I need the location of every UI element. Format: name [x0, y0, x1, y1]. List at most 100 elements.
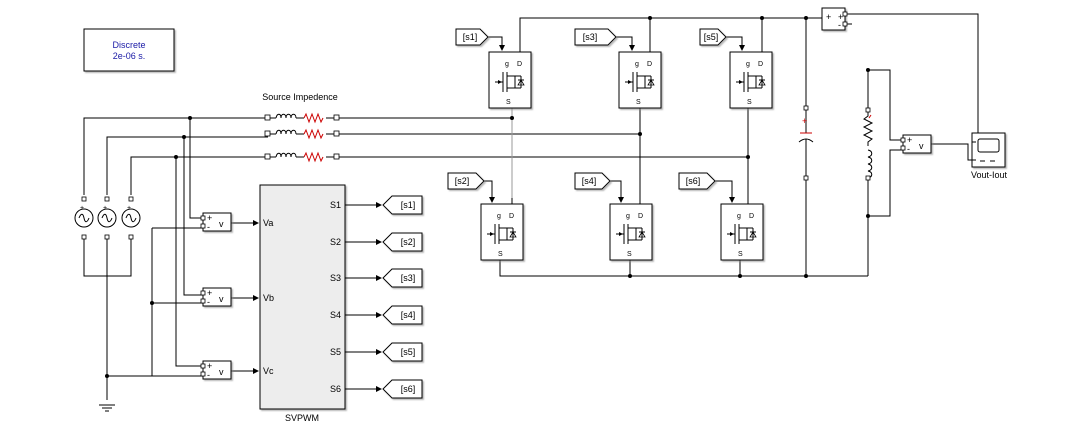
ac-source-a[interactable]: +: [74, 196, 94, 240]
svg-text:[s4]: [s4]: [401, 310, 416, 320]
svpwm-output-s3: S3: [330, 273, 341, 283]
svg-text:D: D: [509, 213, 514, 220]
ac-source-c[interactable]: +: [121, 196, 141, 240]
svg-text:-: -: [907, 144, 910, 154]
svg-text:[s6]: [s6]: [686, 176, 701, 186]
source-impedance-a[interactable]: [264, 113, 340, 123]
dc-link-capacitor[interactable]: +: [798, 105, 814, 181]
solver-step-text: 2e-06 s.: [113, 51, 146, 61]
svpwm-name-label: SVPWM: [285, 413, 319, 423]
goto-tag-s2[interactable]: [s2]: [382, 232, 423, 252]
from-tag-s2[interactable]: [s2]: [447, 172, 485, 190]
svg-text:+: +: [207, 361, 212, 371]
svg-text:[s3]: [s3]: [401, 273, 416, 283]
svg-text:[s2]: [s2]: [401, 237, 416, 247]
svg-text:+: +: [103, 205, 107, 212]
svg-text:D: D: [638, 213, 643, 220]
svg-text:D: D: [749, 213, 754, 220]
svpwm-output-s5: S5: [330, 347, 341, 357]
source-impedance-label: Source Impedence: [262, 92, 338, 102]
three-phase-lines: [83, 106, 749, 400]
svg-text:[s2]: [s2]: [455, 176, 470, 186]
rl-load[interactable]: [862, 107, 874, 181]
svg-text:+: +: [127, 205, 131, 212]
svpwm-input-vb: Vb: [263, 293, 274, 303]
svg-text:g: g: [737, 213, 741, 220]
svg-text:D: D: [647, 61, 652, 68]
svg-text:-: -: [838, 20, 841, 30]
svg-text:S: S: [747, 99, 752, 106]
svg-text:+: +: [838, 12, 843, 22]
from-tag-s1[interactable]: [s1]: [455, 28, 489, 46]
voltage-measurement-a[interactable]: + - v: [201, 213, 231, 232]
goto-tag-s1[interactable]: [s1]: [382, 195, 423, 215]
svg-text:S: S: [738, 251, 743, 258]
svg-text:+: +: [802, 116, 807, 126]
svg-text:v: v: [219, 294, 224, 304]
svpwm-output-s4: S4: [330, 310, 341, 320]
svg-text:g: g: [497, 213, 501, 220]
goto-tag-s5[interactable]: [s5]: [382, 342, 423, 362]
svg-text:+: +: [80, 205, 84, 212]
svpwm-input-vc: Vc: [263, 366, 274, 376]
svpwm-output-s6: S6: [330, 384, 341, 394]
svg-text:S: S: [627, 251, 632, 258]
svg-text:v: v: [219, 367, 224, 377]
from-tag-s3[interactable]: [s3]: [574, 28, 617, 46]
svg-text:D: D: [517, 61, 522, 68]
voltage-measurement-b[interactable]: + - v: [201, 288, 231, 307]
powergui-solver-block[interactable]: Discrete 2e-06 s.: [83, 28, 175, 72]
svg-text:v: v: [919, 141, 924, 151]
svg-text:[s4]: [s4]: [582, 176, 597, 186]
svg-text:[s5]: [s5]: [401, 347, 416, 357]
mosfet-s6[interactable]: g D S: [721, 204, 763, 260]
svg-text:-: -: [207, 222, 210, 232]
goto-tag-s4[interactable]: [s4]: [382, 305, 423, 325]
svg-text:[s6]: [s6]: [401, 384, 416, 394]
svg-text:g: g: [746, 61, 750, 68]
source-impedance-c[interactable]: [264, 152, 340, 162]
gate-wires: [484, 36, 745, 203]
source-impedance-b[interactable]: [264, 129, 340, 139]
svg-text:-: -: [207, 370, 210, 380]
voltage-measurement-c[interactable]: + - v: [201, 361, 231, 380]
svg-text:+: +: [907, 135, 912, 145]
svpwm-output-s1: S1: [330, 200, 341, 210]
svg-text:S: S: [506, 99, 511, 106]
mosfet-s4[interactable]: g D S: [610, 204, 652, 260]
mosfet-s5[interactable]: g D S: [730, 52, 772, 108]
svg-text:[s3]: [s3]: [583, 32, 598, 42]
svg-text:g: g: [635, 61, 639, 68]
svg-text:[s1]: [s1]: [401, 200, 416, 210]
ground-icon: [99, 404, 115, 412]
svpwm-output-wires: [345, 202, 382, 392]
svg-text:v: v: [219, 219, 224, 229]
svg-text:D: D: [758, 61, 763, 68]
scope-label: Vout-Iout: [971, 170, 1008, 180]
svg-text:+: +: [207, 213, 212, 223]
svpwm-input-va: Va: [263, 218, 273, 228]
scope-block[interactable]: [971, 132, 1006, 168]
goto-tag-s3[interactable]: [s3]: [382, 268, 423, 288]
svg-text:+: +: [207, 288, 212, 298]
svg-text:[s1]: [s1]: [463, 32, 478, 42]
svg-text:[s5]: [s5]: [704, 32, 719, 42]
mosfet-s2[interactable]: g D S: [481, 204, 523, 260]
mosfet-s1[interactable]: g D S: [489, 52, 531, 108]
svpwm-subsystem-block[interactable]: Va Vb Vc S1 S2 S3 S4 S5 S6: [259, 184, 346, 410]
svg-text:g: g: [505, 61, 509, 68]
from-tag-s5[interactable]: [s5]: [699, 28, 727, 46]
svg-text:S: S: [498, 251, 503, 258]
dc-voltage-measurement[interactable]: + + -: [821, 7, 848, 31]
from-tag-s6[interactable]: [s6]: [678, 172, 716, 190]
mosfet-s3[interactable]: g D S: [619, 52, 661, 108]
svg-text:+: +: [826, 12, 831, 22]
ac-source-b[interactable]: +: [97, 196, 117, 240]
measurement-wiring: [107, 118, 259, 377]
svg-text:-: -: [207, 297, 210, 307]
svg-text:g: g: [626, 213, 630, 220]
from-tag-s4[interactable]: [s4]: [574, 172, 611, 190]
goto-tag-s6[interactable]: [s6]: [382, 379, 423, 399]
output-voltage-measurement[interactable]: + - v: [901, 135, 931, 154]
